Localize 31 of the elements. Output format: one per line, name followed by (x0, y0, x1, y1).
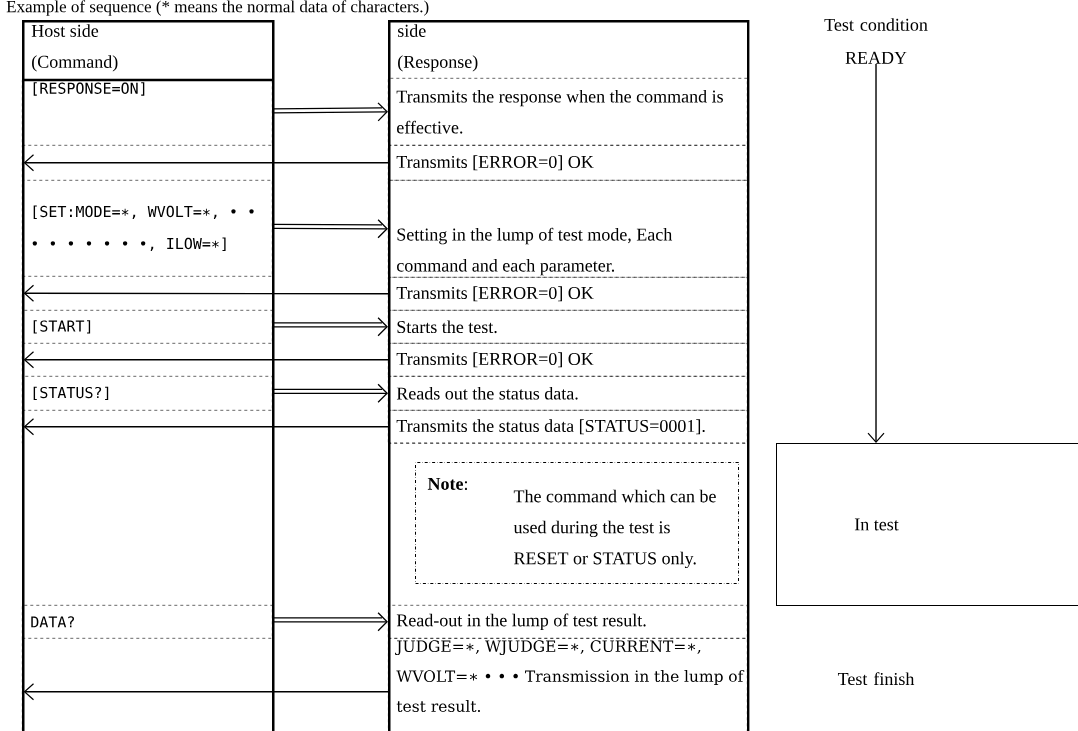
response-cell: Transmits the status data [STATUS=0001]. (388, 410, 748, 444)
command-cell: [STATUS?] (22, 376, 273, 411)
arrow (867, 63, 885, 443)
arrow (23, 351, 389, 369)
response-cell: JUDGE=∗, WJUDGE=∗, CURRENT=∗, WVOLT=∗ • • • Transmission in the lump of test result. (388, 638, 748, 731)
response-cell: Reads out the status data. (388, 376, 748, 411)
arrow (23, 418, 389, 436)
arrow (23, 154, 389, 172)
response-cell: Transmits the response when the command is effective. (388, 78, 748, 146)
response-cell: Transmits [ERROR=0] OK (388, 343, 748, 377)
arrow (271, 317, 388, 337)
state-label: Test finish (837, 672, 915, 686)
note-box: Note: The command which can be used during the test is RESET or STATUS only. (415, 462, 739, 584)
state-box: In test (776, 443, 1078, 606)
arrow (271, 219, 388, 239)
response-cell: Starts the test. (388, 310, 748, 344)
command-cell: [START] (22, 310, 273, 344)
arrow (23, 683, 389, 701)
command-cell: [SET:MODE=∗, WVOLT=∗, • • • • • • • • •, ILOW=∗] (22, 180, 273, 277)
arrow (271, 383, 388, 403)
arrow (271, 612, 388, 632)
response-cell: Transmits [ERROR=0] OK (388, 277, 748, 311)
arrow (23, 284, 389, 302)
arrow (271, 102, 388, 122)
command-cell: DATA? (22, 605, 273, 639)
state-label: Test condition READY (824, 18, 928, 64)
response-cell: Setting in the lump of test mode, Each command and each parameter. (388, 180, 748, 278)
command-cell: [RESPONSE=ON] (22, 80, 273, 146)
title: Example of sequence (* means the normal data of characters.) (6, 0, 429, 16)
response-cell: Read-out in the lump of test result. (388, 605, 748, 639)
response-cell: Transmits [ERROR=0] OK (388, 145, 748, 181)
